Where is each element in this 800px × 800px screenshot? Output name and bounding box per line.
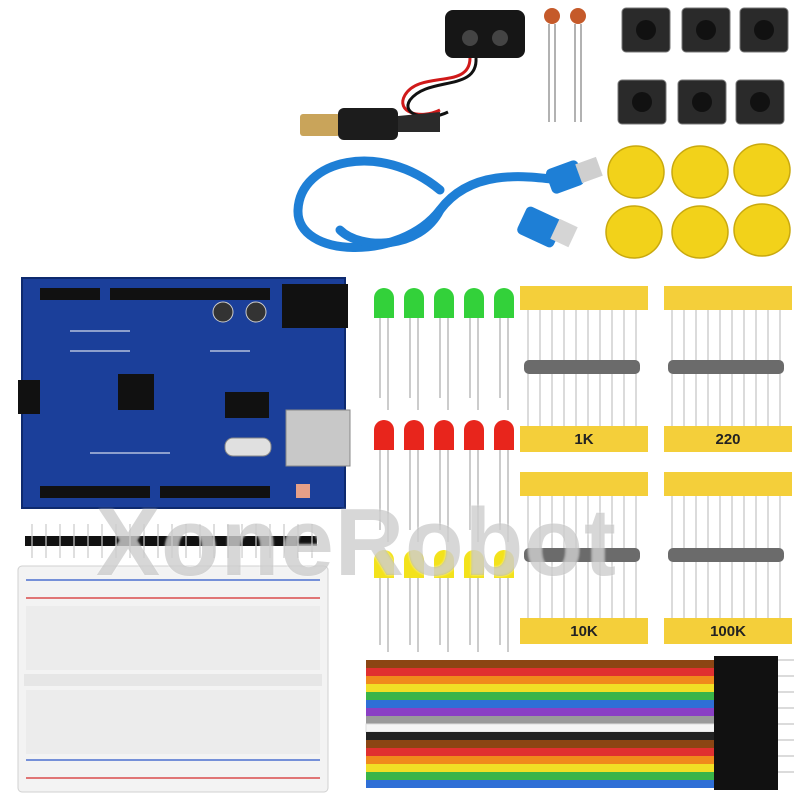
push-buttons: [617, 7, 789, 125]
photoresistors: [544, 8, 586, 122]
button-caps: [605, 143, 791, 259]
dc-barrel-plug: [300, 108, 440, 140]
jumper-wires: [365, 656, 794, 790]
red-leds: [374, 420, 514, 542]
resistor-label-220: 220: [715, 431, 741, 448]
pin-header: [25, 524, 317, 558]
uno-board: [18, 277, 351, 509]
yellow-leds: [374, 550, 514, 652]
resistor-packs: [520, 286, 792, 644]
breadboard: [17, 565, 329, 793]
resistor-label-1k: 1K: [574, 431, 594, 448]
battery-clip: [401, 10, 525, 119]
green-leds: [374, 288, 514, 410]
usb-cable: [293, 156, 603, 252]
resistor-label-100k: 100K: [710, 623, 746, 640]
resistor-label-10k: 10K: [570, 623, 598, 640]
